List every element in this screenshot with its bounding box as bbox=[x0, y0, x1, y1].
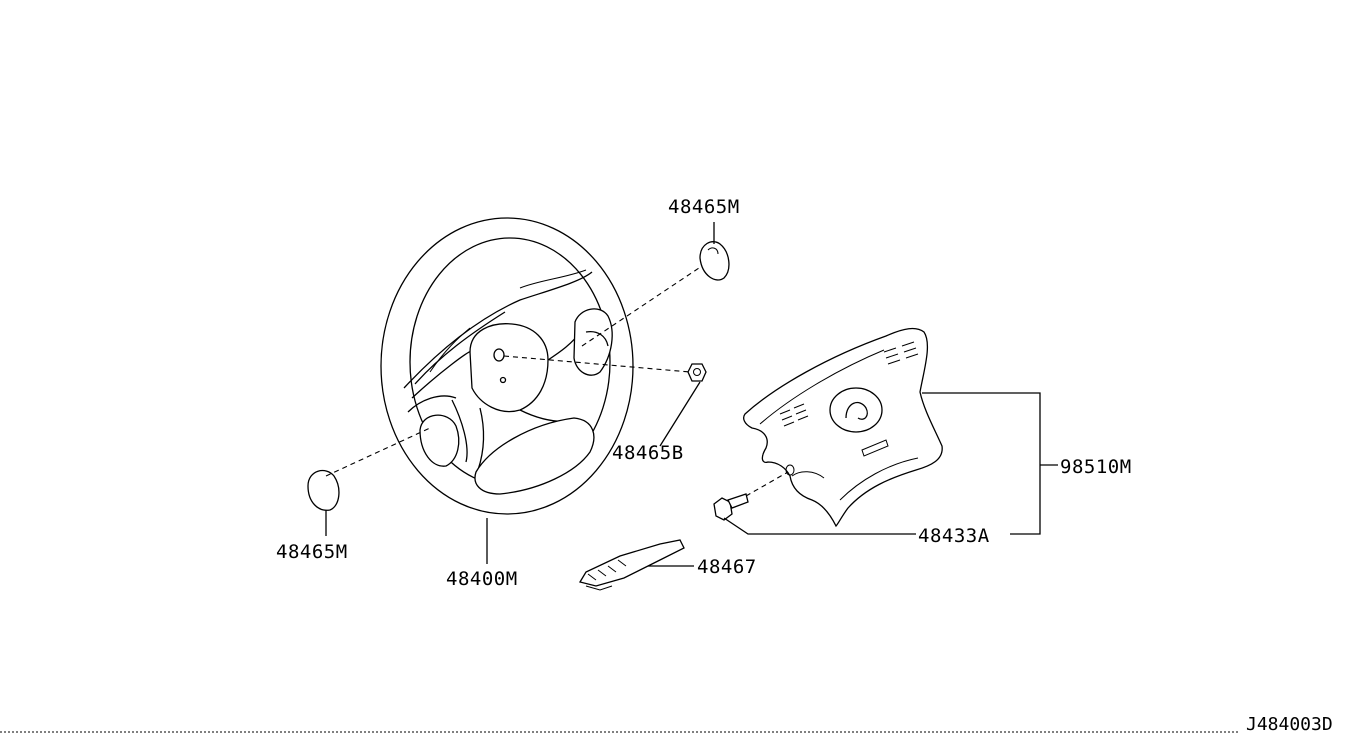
bolt-drawing bbox=[713, 471, 916, 535]
part-label-48465m-bottom: 48465M bbox=[276, 541, 348, 563]
part-label-48433a: 48433A bbox=[918, 525, 990, 547]
pad-cap-top-drawing bbox=[581, 222, 730, 347]
diagram-code: J484003D bbox=[1246, 714, 1333, 735]
clip-spring-drawing bbox=[578, 539, 694, 591]
part-label-48465m-top: 48465M bbox=[668, 196, 740, 218]
airbag-module-drawing bbox=[743, 327, 1058, 535]
part-label-48467: 48467 bbox=[697, 556, 757, 578]
steering-wheel-drawing bbox=[380, 217, 634, 515]
part-label-48400m: 48400M bbox=[446, 568, 518, 590]
part-label-48465b: 48465B bbox=[612, 442, 684, 464]
part-label-98510m: 98510M bbox=[1060, 456, 1132, 478]
pad-cap-bottom-drawing bbox=[307, 427, 431, 536]
nut-drawing bbox=[503, 355, 707, 447]
